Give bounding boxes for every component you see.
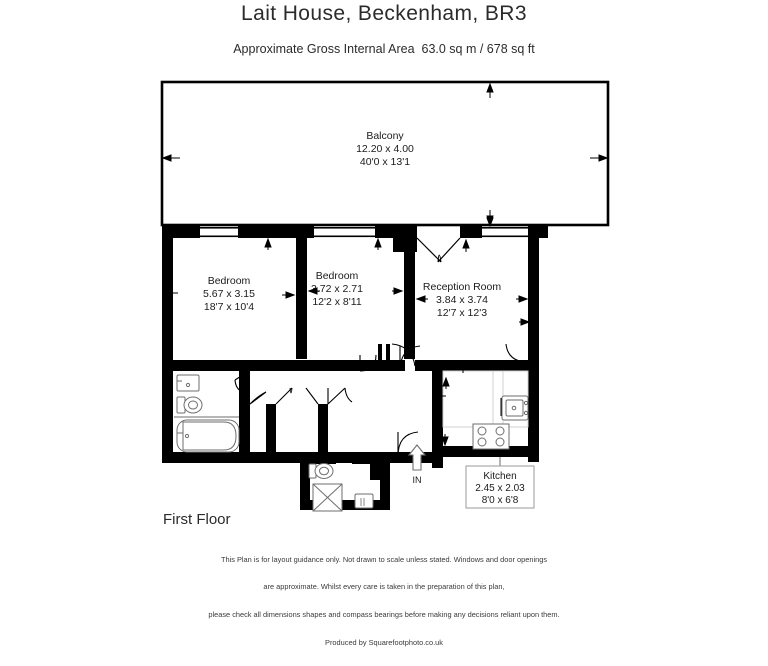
bedroom-2-imperial: 12'2 x 8'11 xyxy=(312,296,362,308)
shower-tray-icon xyxy=(312,483,343,512)
room-dimension-arrows xyxy=(162,287,531,326)
kitchen-dimension-arrows xyxy=(432,360,502,447)
disclaimer-line-4: Produced by Squarefootphoto.co.uk xyxy=(325,638,443,648)
kitchen-imperial: 8'0 x 6'8 xyxy=(482,495,519,506)
disclaimer-line-3: please check all dimensions shapes and c… xyxy=(208,610,560,620)
entry-label: IN xyxy=(413,475,422,485)
entry-arrow-icon xyxy=(407,444,427,471)
balcony-outline xyxy=(160,80,610,227)
disclaimer-line-1: This Plan is for layout guidance only. N… xyxy=(220,554,548,564)
bedroom-1-metric: 5.67 x 3.15 xyxy=(203,288,255,300)
kitchen-metric: 2.45 x 2.03 xyxy=(475,483,525,494)
kitchen-callout: Kitchen 2.45 x 2.03 8'0 x 6'8 xyxy=(465,457,535,509)
basin-icon-2 xyxy=(354,493,374,509)
shower-room-fixtures xyxy=(308,463,374,512)
disclaimer-line-2: are approximate. Whilst every care is ta… xyxy=(263,582,505,592)
reception-room-metric: 3.84 x 3.74 xyxy=(436,294,488,306)
bath-icon xyxy=(176,419,240,453)
floor-label: First Floor xyxy=(163,511,231,528)
kitchen-name: Kitchen xyxy=(483,471,516,482)
balcony-metric: 12.20 x 4.00 xyxy=(356,143,414,155)
disclaimer-text: This Plan is for layout guidance only. N… xyxy=(0,536,768,666)
bedroom-1-imperial: 18'7 x 10'4 xyxy=(204,301,254,313)
reception-room-imperial: 12'7 x 12'3 xyxy=(437,307,487,319)
balcony-name: Balcony xyxy=(366,130,404,142)
wc-icon-2 xyxy=(308,463,334,479)
reception-room-label-group: Reception Room 3.84 x 3.74 12'7 x 12'3 xyxy=(423,281,501,319)
door-swings xyxy=(234,343,529,457)
hob-icon xyxy=(472,423,510,450)
wall-dimension-ticks xyxy=(264,213,494,252)
page-subtitle: Approximate Gross Internal Area 63.0 sq … xyxy=(233,42,535,56)
wc-icon xyxy=(176,396,203,414)
kitchen-fixtures xyxy=(442,370,529,450)
bedroom-2-label-group: Bedroom 3.72 x 2.71 12'2 x 8'11 xyxy=(311,270,363,308)
bathroom-fixtures xyxy=(174,374,240,453)
bedroom-1-name: Bedroom xyxy=(208,275,251,287)
french-doors-icon xyxy=(416,237,461,263)
balcony-imperial: 40'0 x 13'1 xyxy=(360,156,410,168)
bedroom-2-metric: 3.72 x 2.71 xyxy=(311,283,363,295)
kitchen-sink-icon xyxy=(501,395,529,421)
bedroom-2-name: Bedroom xyxy=(316,270,359,282)
bedroom-1-label-group: Bedroom 5.67 x 3.15 18'7 x 10'4 xyxy=(203,275,255,313)
balcony-label-group: Balcony 12.20 x 4.00 40'0 x 13'1 xyxy=(356,130,414,168)
reception-room-name: Reception Room xyxy=(423,281,501,293)
floorplan-drawing: Balcony 12.20 x 4.00 40'0 x 13'1 xyxy=(160,80,610,512)
page-title: Lait House, Beckenham, BR3 xyxy=(241,2,527,25)
floorplan-page: Lait House, Beckenham, BR3 Approximate G… xyxy=(160,2,610,647)
basin-icon xyxy=(176,374,200,392)
apartment-walls xyxy=(162,226,548,510)
